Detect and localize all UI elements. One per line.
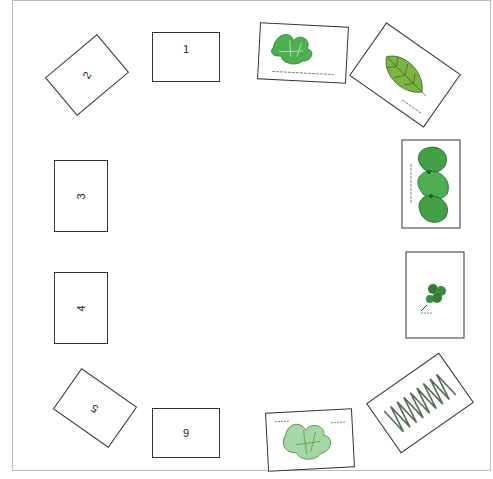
card-number: 9: [183, 428, 189, 439]
number-card: 5: [53, 368, 137, 448]
number-card: 2: [45, 34, 129, 116]
leaf-card: [266, 409, 355, 471]
card-number: 4: [76, 305, 87, 311]
card-number: 2: [81, 70, 94, 81]
leaf-card: [402, 140, 460, 228]
number-card: 4: [54, 272, 108, 344]
card-number: 1: [183, 44, 189, 55]
leaf-card: [406, 252, 464, 338]
leaf-card: [258, 23, 349, 84]
number-card: 3: [54, 160, 108, 232]
card-number: 5: [89, 402, 100, 415]
number-card: 9: [152, 408, 220, 458]
leaf-card: [350, 23, 460, 127]
leaf-card: [367, 353, 473, 453]
card-number: 3: [76, 193, 87, 199]
number-card: 1: [152, 32, 220, 82]
frame: [13, 1, 491, 471]
